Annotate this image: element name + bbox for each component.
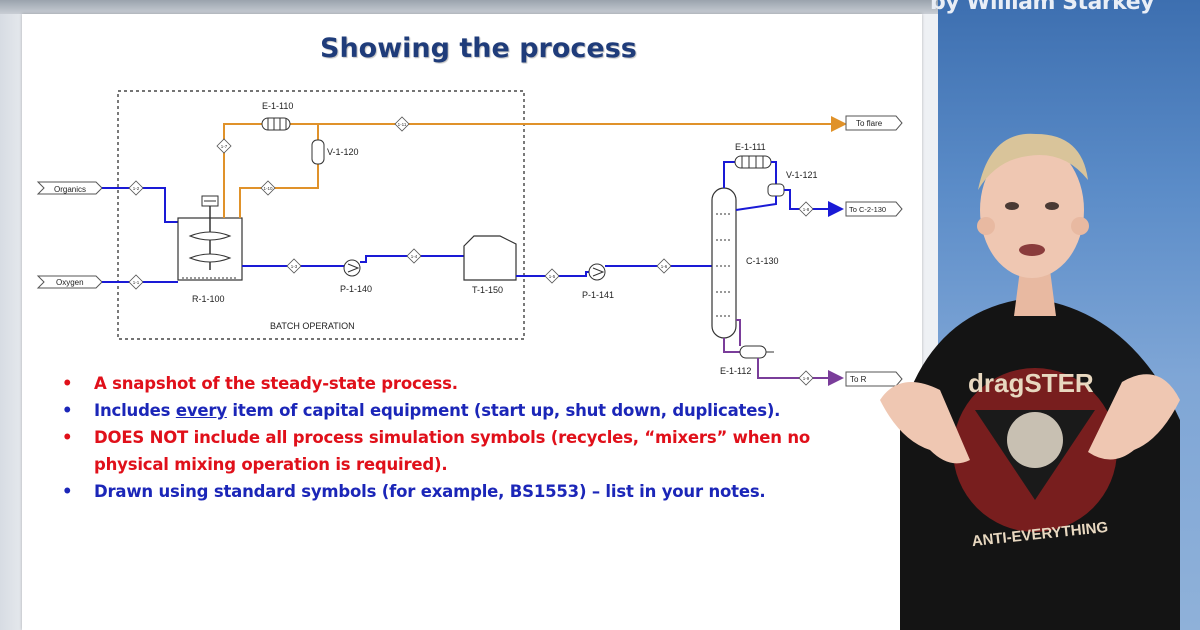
bullet-dot: • [62,374,73,393]
stream-line-reflux-c130 [735,196,777,211]
label-v-1-121: V-1-121 [786,170,818,180]
label-e-1-112: E-1-112 [720,366,751,376]
bullet-item: • Includes every item of capital equipmen… [62,397,862,424]
svg-text:1-1: 1-1 [133,280,140,285]
bullet-emphasis: every [175,401,227,420]
label-p-1-141: P-1-141 [582,290,614,300]
batch-label: BATCH OPERATION [270,321,355,331]
output-to-flare: To flare [845,115,903,131]
stream-line-e111-v121 [771,161,777,184]
batch-boundary [117,90,525,340]
svg-text:1-6: 1-6 [661,264,668,269]
column-c-1-130 [711,187,737,339]
bullet-item: • DOES NOT include all process simulation… [62,424,862,478]
label-p-1-140: P-1-140 [340,284,372,294]
bullet-text: Drawn using standard symbols (for exampl… [94,482,766,501]
stream-line-reflux [239,164,319,218]
output-to-r: To R [845,371,903,387]
stream-tag: 1-8 [798,201,814,217]
svg-text:1-11: 1-11 [398,122,407,127]
svg-text:To R: To R [850,375,867,384]
exchanger-e-1-112 [739,345,774,359]
watermark: by William Starkey [930,0,1154,15]
presentation-slide [22,14,922,630]
svg-text:1-4: 1-4 [411,254,418,259]
stream-line-to-e110 [223,123,262,218]
label-t-1-150: T-1-150 [472,285,503,295]
tank-t-1-150 [463,235,517,281]
stream-tag: 1-3 [286,258,302,274]
stream-tag: 1-4 [406,248,422,264]
top-strip [0,0,1200,14]
shirt-text: dragSTER [968,368,1094,398]
output-to-c2: To C-2-130 [845,201,903,217]
bullet-list: • A snapshot of the steady-state process.… [62,370,862,505]
reactor-r-1-100 [177,195,243,281]
pump-p-1-141 [588,263,606,281]
pump-p-1-140 [343,259,361,277]
svg-text:1-5: 1-5 [549,274,556,279]
bullet-item: • A snapshot of the steady-state process. [62,370,862,397]
stream-tag: 1-9 [798,370,814,386]
stream-line-to-c2 [784,189,844,217]
stream-tag: 1-2 [128,180,144,196]
svg-text:1-10: 1-10 [263,186,273,191]
bullet-item: • Drawn using standard symbols (for examp… [62,478,862,505]
bullet-text: item of capital equipment (start up, shu… [226,401,781,420]
stream-tag: 1-6 [656,258,672,274]
stream-tag: 1-7 [216,138,232,154]
stream-line-to-r [757,358,844,386]
exchanger-e-1-111 [734,155,772,169]
svg-text:Organics: Organics [54,185,86,194]
stream-line-bottoms [723,338,740,353]
presenter-image: dragSTER ANTI-EVERYTHING [880,133,1180,630]
label-v-1-120: V-1-120 [327,147,359,157]
label-r-1-100: R-1-100 [192,294,225,304]
stream-tag: 1-10 [260,180,276,196]
slide-title: Showing the process [320,33,637,64]
stream-line-e110-v120 [290,123,319,140]
exchanger-e-1-110 [261,117,291,131]
input-organics: Organics [36,181,103,195]
stream-tag: 1-1 [128,274,144,290]
bullet-text: DOES NOT include all process simulation … [94,428,811,474]
svg-text:Oxygen: Oxygen [56,278,84,287]
svg-text:To C-2-130: To C-2-130 [849,205,886,214]
process-flow-diagram: BATCH OPERATION Organics Oxygen R-1-100 [36,90,903,387]
svg-text:To flare: To flare [856,119,883,128]
input-oxygen: Oxygen [36,275,103,289]
bullet-dot: • [62,401,73,420]
stream-tags: 1-2 1-1 1-3 1-4 1-5 1-6 1-7 1-10 1-11 1-8 1-9 [128,116,814,386]
stream-tag: 1-5 [544,268,560,284]
svg-text:1-3: 1-3 [291,264,298,269]
label-e-1-110: E-1-110 [262,101,293,111]
svg-text:1-2: 1-2 [133,186,140,191]
svg-text:1-7: 1-7 [221,144,228,149]
bullet-dot: • [62,428,73,447]
stream-line-reboil [736,319,741,346]
label-c-1-130: C-1-130 [746,256,779,266]
stream-tag: 1-11 [394,116,410,132]
bullet-dot: • [62,482,73,501]
svg-text:1-8: 1-8 [803,207,810,212]
label-e-1-111: E-1-111 [735,142,766,152]
bullet-text: Includes [94,401,176,420]
svg-text:1-9: 1-9 [803,376,810,381]
bullet-text: A snapshot of the steady-state process. [94,374,458,393]
vessel-v-1-121 [767,183,785,197]
vessel-v-1-120 [311,139,325,165]
stream-line-overhead [723,161,735,188]
stream-line-organics [102,187,178,223]
